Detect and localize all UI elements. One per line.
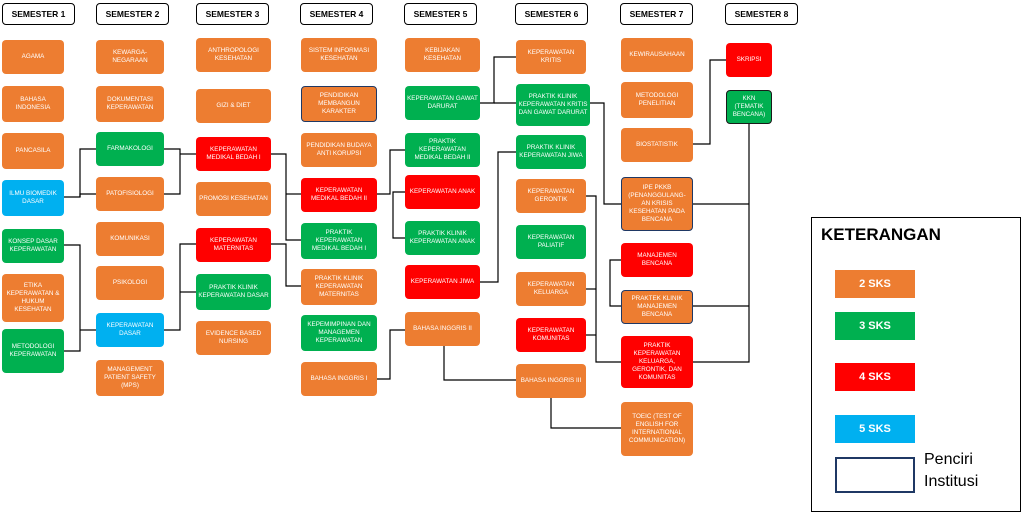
course-patofisiologi: PATOFISIOLOGI xyxy=(96,177,164,211)
course-keperawatan-kritis: KEPERAWATAN KRITIS xyxy=(516,40,586,74)
legend-institution-label: Penciri Institusi xyxy=(924,451,979,490)
course-evidence-based-nursing: EVIDENCE BASED NURSING xyxy=(196,321,271,355)
course-praktik-klinik-keperawatan-jiwa: PRAKTIK KLINIK KEPERAWATAN JIWA xyxy=(516,135,586,169)
course-pancasila: PANCASILA xyxy=(2,133,64,169)
course-kewirausahaan: KEWIRAUSAHAAN xyxy=(621,38,693,72)
course-bahasa-indonesia: BAHASA INDONESIA xyxy=(2,86,64,122)
course-manajemen-bencana: MANAJEMEN BENCANA xyxy=(621,243,693,277)
course-praktik-keperawatan-medikal-bedah-2: PRAKTIK KEPERAWATAN MEDIKAL BEDAH II xyxy=(405,133,480,167)
semester-2-header: SEMESTER 2 xyxy=(96,3,169,25)
course-praktik-klinik-kritis-gawat-darurat: PRAKTIK KLINIK KEPERAWATAN KRITIS DAN GA… xyxy=(516,84,590,126)
course-pendidikan-budaya-anti-korupsi: PENDIDIKAN BUDAYA ANTI KORUPSI xyxy=(301,133,377,167)
course-bahasa-inggris-3: BAHASA INGGRIS III xyxy=(516,364,586,398)
course-sistem-informasi-kesehatan: SISTEM INFORMASI KESEHATAN xyxy=(301,38,377,72)
course-praktek-klinik-manajemen-bencana: PRAKTEK KLINIK MANAJEMEN BENCANA xyxy=(621,290,693,324)
course-agama: AGAMA xyxy=(2,40,64,74)
course-bahasa-inggris-2: BAHASA INGGRIS II xyxy=(405,312,480,346)
course-keperawatan-gawat-darurat: KEPERAWATAN GAWAT DARURAT xyxy=(405,86,480,120)
course-dokumentasi-keperawatan: DOKUMENTASI KEPERAWATAN xyxy=(96,86,164,122)
course-keperawatan-komunitas: KEPERAWATAN KOMUNITAS xyxy=(516,318,586,352)
course-keperawatan-keluarga: KEPERAWATAN KELUARGA xyxy=(516,272,586,306)
course-kepemimpinan-manajemen-keperawatan: KEPEMIMPINAN DAN MANAGEMEN KEPERAWATAN xyxy=(301,315,377,351)
course-kkn-tematik-bencana: KKN (TEMATIK BENCANA) xyxy=(726,90,772,124)
course-bahasa-inggris-1: BAHASA INGGRIS I xyxy=(301,362,377,396)
course-ipe-pkkb: IPE PKKB (PENANGGULANG-AN KRISIS KESEHAT… xyxy=(621,177,693,231)
course-keperawatan-medikal-bedah-2: KEPERAWATAN MEDIKAL BEDAH II xyxy=(301,178,377,212)
course-ilmu-biomedik-dasar: ILMU BIOMEDIK DASAR xyxy=(2,180,64,216)
course-kewarganegaraan: KEWARGA-NEGARAAN xyxy=(96,40,164,74)
course-praktik-keperawatan-medikal-bedah-1: PRAKTIK KEPERAWATAN MEDIKAL BEDAH I xyxy=(301,223,377,259)
legend-institution-swatch xyxy=(835,457,915,493)
semester-1-header: SEMESTER 1 xyxy=(2,3,75,25)
course-keperawatan-paliatif: KEPERAWATAN PALIATIF xyxy=(516,225,586,259)
course-metodologi-penelitian: METODOLOGI PENELITIAN xyxy=(621,82,693,118)
course-praktik-klinik-keperawatan-anak: PRAKTIK KLINIK KEPERAWATAN ANAK xyxy=(405,221,480,255)
course-skripsi: SKRIPSI xyxy=(726,43,772,77)
course-biostatistik: BIOSTATISTIK xyxy=(621,128,693,162)
course-etika-keperawatan: ETIKA KEPERAWATAN & HUKUM KESEHATAN xyxy=(2,274,64,322)
semester-5-header: SEMESTER 5 xyxy=(404,3,477,25)
course-psikologi: PSIKOLOGI xyxy=(96,266,164,300)
course-konsep-dasar-keperawatan: KONSEP DASAR KEPERAWATAN xyxy=(2,229,64,263)
course-farmakologi: FARMAKOLOGI xyxy=(96,132,164,166)
course-toeic: TOEIC (TEST OF ENGLISH FOR INTERNATIONAL… xyxy=(621,402,693,456)
semester-7-header: SEMESTER 7 xyxy=(620,3,693,25)
course-management-patient-safety: MANAGEMENT PATIENT SAFETY (MPS) xyxy=(96,360,164,396)
course-anthropologi-kesehatan: ANTHROPOLOGI KESEHATAN xyxy=(196,38,271,72)
course-praktik-klinik-keperawatan-dasar: PRAKTIK KLINIK KEPERAWATAN DASAR xyxy=(196,274,271,310)
course-praktik-klinik-keperawatan-maternitas: PRAKTIK KLINIK KEPERAWATAN MATERNITAS xyxy=(301,269,377,305)
course-keperawatan-anak: KEPERAWATAN ANAK xyxy=(405,175,480,209)
legend-4-sks: 4 SKS xyxy=(835,363,915,391)
semester-8-header: SEMESTER 8 xyxy=(725,3,798,25)
legend-title: KETERANGAN xyxy=(821,225,941,244)
legend-3-sks: 3 SKS xyxy=(835,312,915,340)
legend-2-sks: 2 SKS xyxy=(835,270,915,298)
course-pendidikan-membangun-karakter: PENDIDIKAN MEMBANGUN KARAKTER xyxy=(301,86,377,122)
legend-5-sks: 5 SKS xyxy=(835,415,915,443)
course-keperawatan-maternitas: KEPERAWATAN MATERNITAS xyxy=(196,228,271,262)
course-metodologi-keperawatan: METODOLOGI KEPERAWATAN xyxy=(2,329,64,373)
course-keperawatan-dasar: KEPERAWATAN DASAR xyxy=(96,313,164,347)
course-keperawatan-medikal-bedah-1: KEPERAWATAN MEDIKAL BEDAH I xyxy=(196,137,271,171)
course-keperawatan-gerontik: KEPERAWATAN GERONTIK xyxy=(516,179,586,213)
semester-4-header: SEMESTER 4 xyxy=(300,3,373,25)
course-gizi-diet: GIZI & DIET xyxy=(196,89,271,123)
semester-3-header: SEMESTER 3 xyxy=(196,3,269,25)
legend-panel: KETERANGAN 2 SKS 3 SKS 4 SKS 5 SKS Penci… xyxy=(811,217,1021,512)
course-promosi-kesehatan: PROMOSI KESEHATAN xyxy=(196,182,271,216)
course-praktik-keluarga-gerontik-komunitas: PRAKTIK KEPERAWATAN KELUARGA, GERONTIK, … xyxy=(621,336,693,388)
course-keperawatan-jiwa: KEPERAWATAN JIWA xyxy=(405,265,480,299)
semester-6-header: SEMESTER 6 xyxy=(515,3,588,25)
course-kebijakan-kesehatan: KEBIJAKAN KESEHATAN xyxy=(405,38,480,72)
course-komunikasi: KOMUNIKASI xyxy=(96,222,164,256)
